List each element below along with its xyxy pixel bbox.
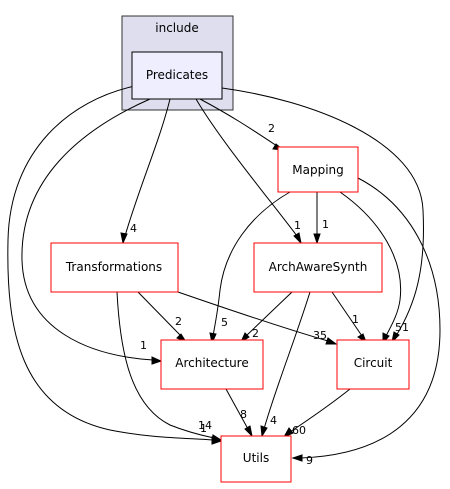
edge-label-mapping-architecture: 5 (221, 316, 228, 329)
edge-mapping-utils: 9 (291, 177, 441, 467)
node-architecture-label: Architecture (175, 356, 248, 370)
node-mapping[interactable]: Mapping (277, 146, 359, 193)
node-circuit-label: Circuit (354, 356, 393, 370)
node-architecture-box (160, 339, 264, 390)
node-archawaresynth[interactable]: ArchAwareSynth (253, 242, 383, 293)
edge-label-mapping-archawaresynth: 1 (322, 218, 329, 231)
node-mapping-label: Mapping (292, 163, 344, 177)
edge-label-predicates-utils: 1 (200, 422, 207, 435)
edge-predicates-circuit: 1 (221, 87, 424, 344)
node-transformations-box (50, 242, 179, 293)
edge-predicates-architecture: 1 (21, 98, 163, 365)
node-architecture[interactable]: Architecture (160, 339, 264, 390)
edge-label-archawaresynth-circuit: 1 (352, 313, 359, 326)
node-archawaresynth-box (253, 242, 383, 293)
edge-label-transformations-utils: 14 (198, 419, 212, 432)
node-transformations[interactable]: Transformations (50, 242, 179, 293)
node-circuit[interactable]: Circuit (336, 339, 410, 390)
edge-label-mapping-utils: 9 (306, 454, 313, 467)
node-archawaresynth-label: ArchAwareSynth (269, 260, 368, 274)
node-utils-box (220, 435, 292, 483)
edge-label-mapping-circuit: 5 (395, 321, 402, 334)
edge-mapping-archawaresynth: 1 (313, 192, 329, 245)
edge-label-predicates-transformations: 4 (130, 222, 137, 235)
node-transformations-label: Transformations (65, 260, 162, 274)
edge-label-archawaresynth-architecture: 2 (252, 327, 259, 340)
edge-transformations-architecture: 2 (137, 291, 188, 344)
node-predicates-box (131, 51, 223, 100)
nodes: Predicates Mapping Transformations ArchA… (50, 51, 410, 483)
edge-transformations-circuit: 35 (177, 291, 338, 345)
edge-predicates-transformations: 4 (120, 98, 171, 245)
edge-predicates-archawaresynth: 1 (195, 98, 302, 245)
node-predicates[interactable]: Predicates (131, 51, 223, 100)
node-circuit-box (336, 339, 410, 390)
edge-label-archawaresynth-utils: 4 (270, 414, 277, 427)
edge-architecture-utils: 8 (225, 388, 253, 438)
edge-archawaresynth-circuit: 1 (331, 291, 367, 344)
node-predicates-label: Predicates (146, 68, 208, 82)
node-mapping-box (277, 146, 359, 193)
edge-circuit-utils: 60 (282, 388, 351, 439)
edge-label-circuit-utils: 60 (292, 424, 306, 437)
edge-label-predicates-mapping: 2 (268, 122, 275, 135)
edge-label-architecture-utils: 8 (240, 408, 247, 421)
edge-transformations-utils: 14 (116, 291, 223, 442)
edge-label-transformations-circuit: 35 (313, 329, 327, 342)
node-utils-label: Utils (243, 451, 269, 465)
cluster-include-label: include (155, 21, 198, 35)
node-utils[interactable]: Utils (220, 435, 292, 483)
edge-label-transformations-architecture: 2 (175, 315, 182, 328)
edge-label-predicates-architecture: 1 (140, 339, 147, 352)
edge-archawaresynth-architecture: 2 (239, 291, 293, 344)
edges: 2 4 1 1 1 1 (7, 85, 441, 467)
edge-archawaresynth-utils: 4 (260, 291, 311, 438)
edge-label-predicates-archawaresynth: 1 (294, 219, 301, 232)
edge-label-predicates-circuit: 1 (402, 321, 409, 334)
